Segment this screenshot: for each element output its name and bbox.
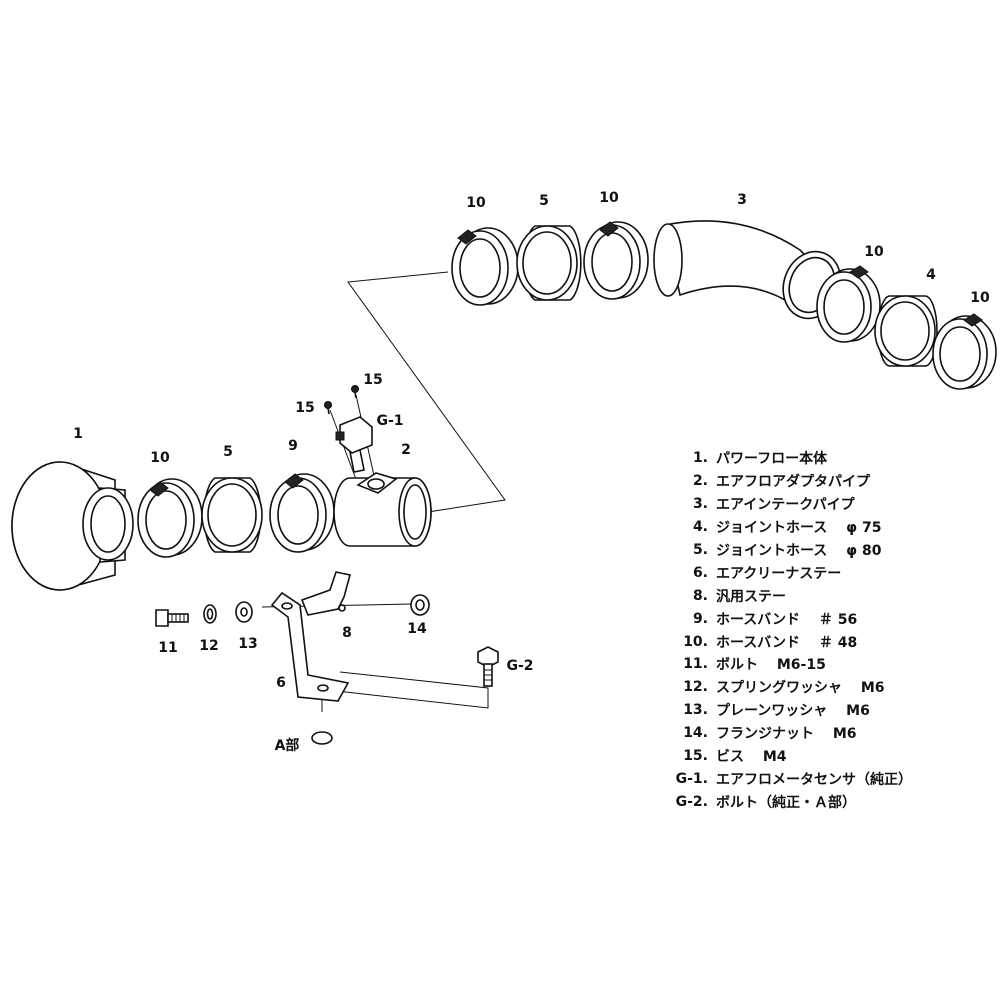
bolt-11 (155, 609, 189, 627)
legend-text: エアフロアダプタパイプ (716, 474, 870, 491)
legend-number: 5. (692, 542, 708, 558)
callout-hose-band-10: 10 (864, 244, 884, 260)
callout-screw-15: 15 (295, 400, 315, 416)
legend-text: パワーフロー本体 (716, 451, 828, 468)
hose-band-10-right-b (932, 313, 997, 390)
legend-item: 12. スプリングワッシャ M6 (660, 676, 912, 699)
joint-hose-4 (874, 295, 938, 367)
legend-text: ボルト（純正・Ａ部） (716, 794, 856, 811)
legend-item: 6. エアクリーナステー (660, 561, 912, 584)
callout-nut-14: 14 (407, 621, 427, 637)
airflow-meter-sensor-g1 (335, 416, 373, 473)
legend-number: 1. (692, 450, 708, 467)
legend-text: エアクリーナステー (716, 565, 842, 582)
legend-number: 2. (692, 473, 708, 490)
legend-item: G-1. エアフロメータセンサ（純正） (660, 767, 912, 790)
legend-text: フランジナット M6 (716, 726, 857, 743)
legend-item: 10. ホースバンド ＃ 48 (660, 630, 912, 653)
legend-number: 9. (692, 610, 708, 627)
legend-text: ジョイントホース φ 80 (716, 543, 882, 559)
legend-item: 5. ジョイントホース φ 80 (660, 539, 912, 562)
legend-number: G-1. (675, 770, 708, 787)
hose-band-10-top-a (451, 227, 519, 306)
legend-item: 1. パワーフロー本体 (660, 447, 912, 470)
plain-washer-13 (235, 601, 253, 623)
legend-text: 汎用ステー (716, 588, 786, 605)
legend-text: ホースバンド ＃ 56 (716, 611, 858, 628)
callout-stay-8: 8 (342, 625, 352, 641)
assembly-line-bolt (327, 671, 489, 709)
parts-legend: 1. パワーフロー本体 2. エアフロアダプタパイプ 3. エアインテークパイプ 4.… (660, 447, 912, 813)
screw-15-b (351, 385, 359, 399)
bolt-g2 (477, 646, 499, 687)
legend-item: 11. ボルト M6-15 (660, 653, 912, 676)
legend-item: 3. エアインテークパイプ (660, 493, 912, 516)
legend-item: 8. 汎用ステー (660, 584, 912, 607)
hose-band-10-top-b (583, 221, 649, 300)
intake-pipe-3 (653, 220, 842, 320)
legend-number: 10. (683, 633, 708, 650)
callout-joint-hose-5: 5 (223, 444, 233, 460)
legend-number: 11. (683, 656, 708, 673)
general-stay-8 (300, 571, 351, 616)
a-section-marker (311, 731, 333, 745)
callout-hose-band-10: 10 (466, 195, 486, 211)
callout-plain-washer-13: 13 (238, 636, 258, 652)
legend-number: 12. (683, 679, 708, 696)
callout-joint-hose-5: 5 (539, 193, 549, 209)
legend-text: エアインテークパイプ (716, 497, 855, 514)
assembly-line-top (347, 271, 506, 513)
legend-number: 4. (692, 519, 708, 536)
callout-hose-band-10: 10 (599, 190, 619, 206)
legend-text: ビス M4 (716, 749, 787, 766)
callout-intake-pipe-3: 3 (737, 192, 747, 208)
callout-hose-band-9: 9 (288, 438, 298, 454)
callout-hose-band-10: 10 (970, 290, 990, 306)
hose-band-10-lower (137, 478, 203, 558)
legend-item: G-2. ボルト（純正・Ａ部） (660, 790, 912, 813)
air-cleaner-stay-6 (270, 591, 350, 702)
legend-text: ホースバンド ＃ 48 (716, 634, 858, 651)
callout-hose-band-10: 10 (150, 450, 170, 466)
legend-number: 3. (692, 496, 708, 513)
callout-stay-6: 6 (276, 675, 286, 691)
power-flow-body-1 (11, 461, 134, 591)
legend-number: 13. (683, 702, 708, 719)
legend-number: 6. (692, 564, 708, 581)
callout-adapter-pipe-2: 2 (401, 442, 411, 458)
flange-nut-14 (410, 594, 430, 616)
legend-item: 13. プレーンワッシャ M6 (660, 699, 912, 722)
legend-text: ジョイントホース φ 75 (716, 520, 882, 537)
legend-number: 8. (692, 587, 708, 604)
callout-a-section: A部 (274, 738, 300, 754)
hose-band-9 (269, 473, 335, 553)
callout-power-flow-1: 1 (73, 426, 83, 442)
screw-15-a (324, 401, 332, 415)
legend-item: 14. フランジナット M6 (660, 722, 912, 745)
joint-hose-5-lower (201, 477, 263, 553)
legend-number: 14. (683, 725, 708, 742)
legend-text: スプリングワッシャ M6 (716, 680, 885, 697)
legend-item: 4. ジョイントホース φ 75 (660, 516, 912, 539)
callout-joint-hose-4: 4 (926, 267, 936, 283)
legend-number: 15. (683, 748, 708, 765)
legend-item: 15. ビス M4 (660, 745, 912, 768)
callout-bolt-g2: G-2 (506, 658, 534, 674)
joint-hose-5-top (516, 225, 582, 301)
airflow-adapter-pipe-2 (333, 472, 432, 547)
callout-screw-15: 15 (363, 372, 383, 388)
hose-band-10-right-a (816, 265, 881, 343)
callout-sensor-g1: G-1 (376, 413, 404, 429)
callout-spring-washer-12: 12 (199, 638, 219, 654)
legend-item: 9. ホースバンド ＃ 56 (660, 607, 912, 630)
legend-item: 2. エアフロアダプタパイプ (660, 470, 912, 493)
callout-bolt-11: 11 (158, 640, 178, 656)
legend-number: G-2. (675, 793, 708, 810)
legend-text: ボルト M6-15 (716, 657, 826, 674)
assembly-line-sensor (329, 409, 361, 491)
legend-text: エアフロメータセンサ（純正） (716, 771, 912, 788)
legend-text: プレーンワッシャ M6 (716, 703, 870, 720)
spring-washer-12 (203, 604, 217, 624)
